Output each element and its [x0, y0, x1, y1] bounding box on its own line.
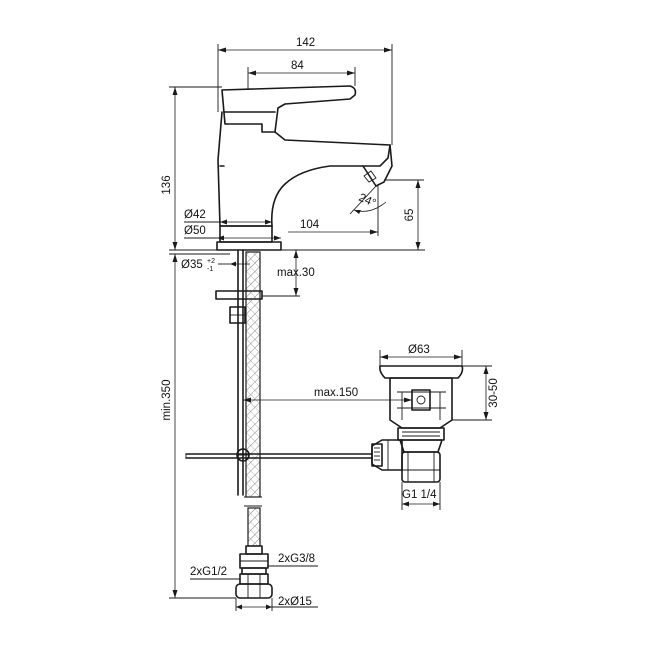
- dim-dia-50: Ø50: [184, 225, 206, 237]
- dim-angle-24: 24°: [357, 192, 378, 210]
- pop-up-rod: [185, 448, 373, 462]
- dim-thread-g1-2: 2xG1/2: [190, 566, 227, 578]
- waste-valve: [371, 365, 464, 483]
- dim-thread-g3-8: 2xG3/8: [278, 553, 315, 565]
- dim-range-30-50: 30-50: [488, 378, 500, 407]
- body-outline: [217, 111, 391, 227]
- supply-hoses: [244, 251, 262, 547]
- base-plate: [216, 241, 282, 251]
- dimension-lines: [169, 44, 492, 611]
- dim-max-150: max.150: [314, 387, 358, 399]
- dim-reach-104: 104: [300, 219, 320, 231]
- dim-dia-15: 2xØ15: [278, 596, 312, 608]
- mounting: [215, 249, 263, 496]
- dim-thread-g1-1-4: G1 1/4: [402, 489, 437, 501]
- dim-dia-42: Ø42: [184, 209, 206, 221]
- dim-width-142: 142: [296, 37, 315, 49]
- dim-dia-35-tol-minus: -1: [207, 266, 213, 273]
- dim-width-84: 84: [291, 60, 304, 72]
- dim-dia-63: Ø63: [408, 344, 430, 356]
- fixing-plate: [215, 290, 263, 300]
- dim-dia-35-tol-plus: +2: [207, 258, 215, 265]
- lever-handle: [221, 85, 357, 133]
- faucet-body: [216, 85, 393, 251]
- dim-min-350: min.350: [161, 380, 173, 421]
- dim-dia-35: Ø35: [181, 259, 203, 271]
- dim-height-136: 136: [161, 175, 173, 194]
- dimension-labels: 142 84 136 Ø42 Ø50 104 65 24° Ø35 +2 -1 …: [161, 37, 500, 608]
- dim-max-30: max.30: [277, 267, 315, 279]
- dim-height-65: 65: [404, 209, 416, 222]
- connection-fittings: [235, 545, 273, 599]
- spout-outlet: [362, 144, 393, 187]
